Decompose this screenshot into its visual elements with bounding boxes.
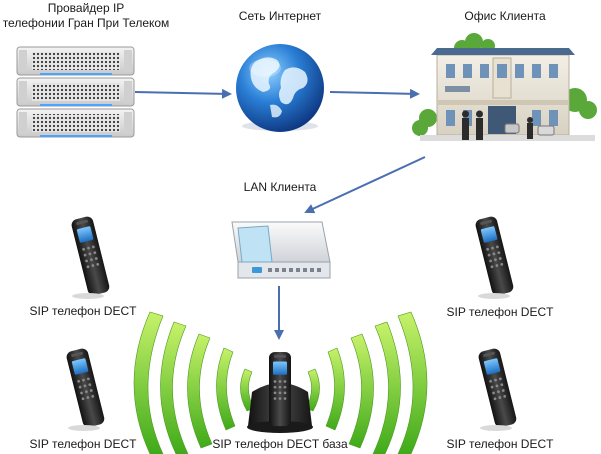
connector-arrows <box>134 88 426 340</box>
phone-label-right-top: SIP телефон DECT <box>446 305 554 319</box>
arrow-icon <box>304 156 426 214</box>
signal-waves-icon <box>305 311 428 454</box>
dect-base-icon <box>247 352 313 433</box>
arrow-icon <box>134 88 232 99</box>
provider-label: Провайдер IP телефонии Гран При Телеком <box>0 1 172 31</box>
provider-label-line1: Провайдер IP <box>47 1 125 15</box>
dect-handset-icon <box>474 215 515 299</box>
lan-label: LAN Клиента <box>243 180 317 194</box>
dect-handset-icon <box>70 215 111 299</box>
phone-label-left-bottom: SIP телефон DECT <box>29 437 137 451</box>
globe-icon <box>236 44 324 132</box>
arrow-icon <box>329 88 420 99</box>
signal-waves-icon <box>133 311 255 454</box>
server-icon <box>16 46 135 138</box>
phone-label-right-bottom: SIP телефон DECT <box>446 437 554 451</box>
internet-label: Сеть Интернет <box>238 9 322 23</box>
dect-handset-icon <box>65 347 106 431</box>
office-building-icon <box>412 33 597 141</box>
router-icon <box>231 221 331 279</box>
base-label: SIP телефон DECT база <box>212 437 348 451</box>
office-label: Офис Клиента <box>464 9 546 23</box>
provider-label-line2: телефонии Гран При Телеком <box>2 16 170 30</box>
phone-label-left-top: SIP телефон DECT <box>29 304 137 318</box>
dect-handset-icon <box>477 347 518 431</box>
